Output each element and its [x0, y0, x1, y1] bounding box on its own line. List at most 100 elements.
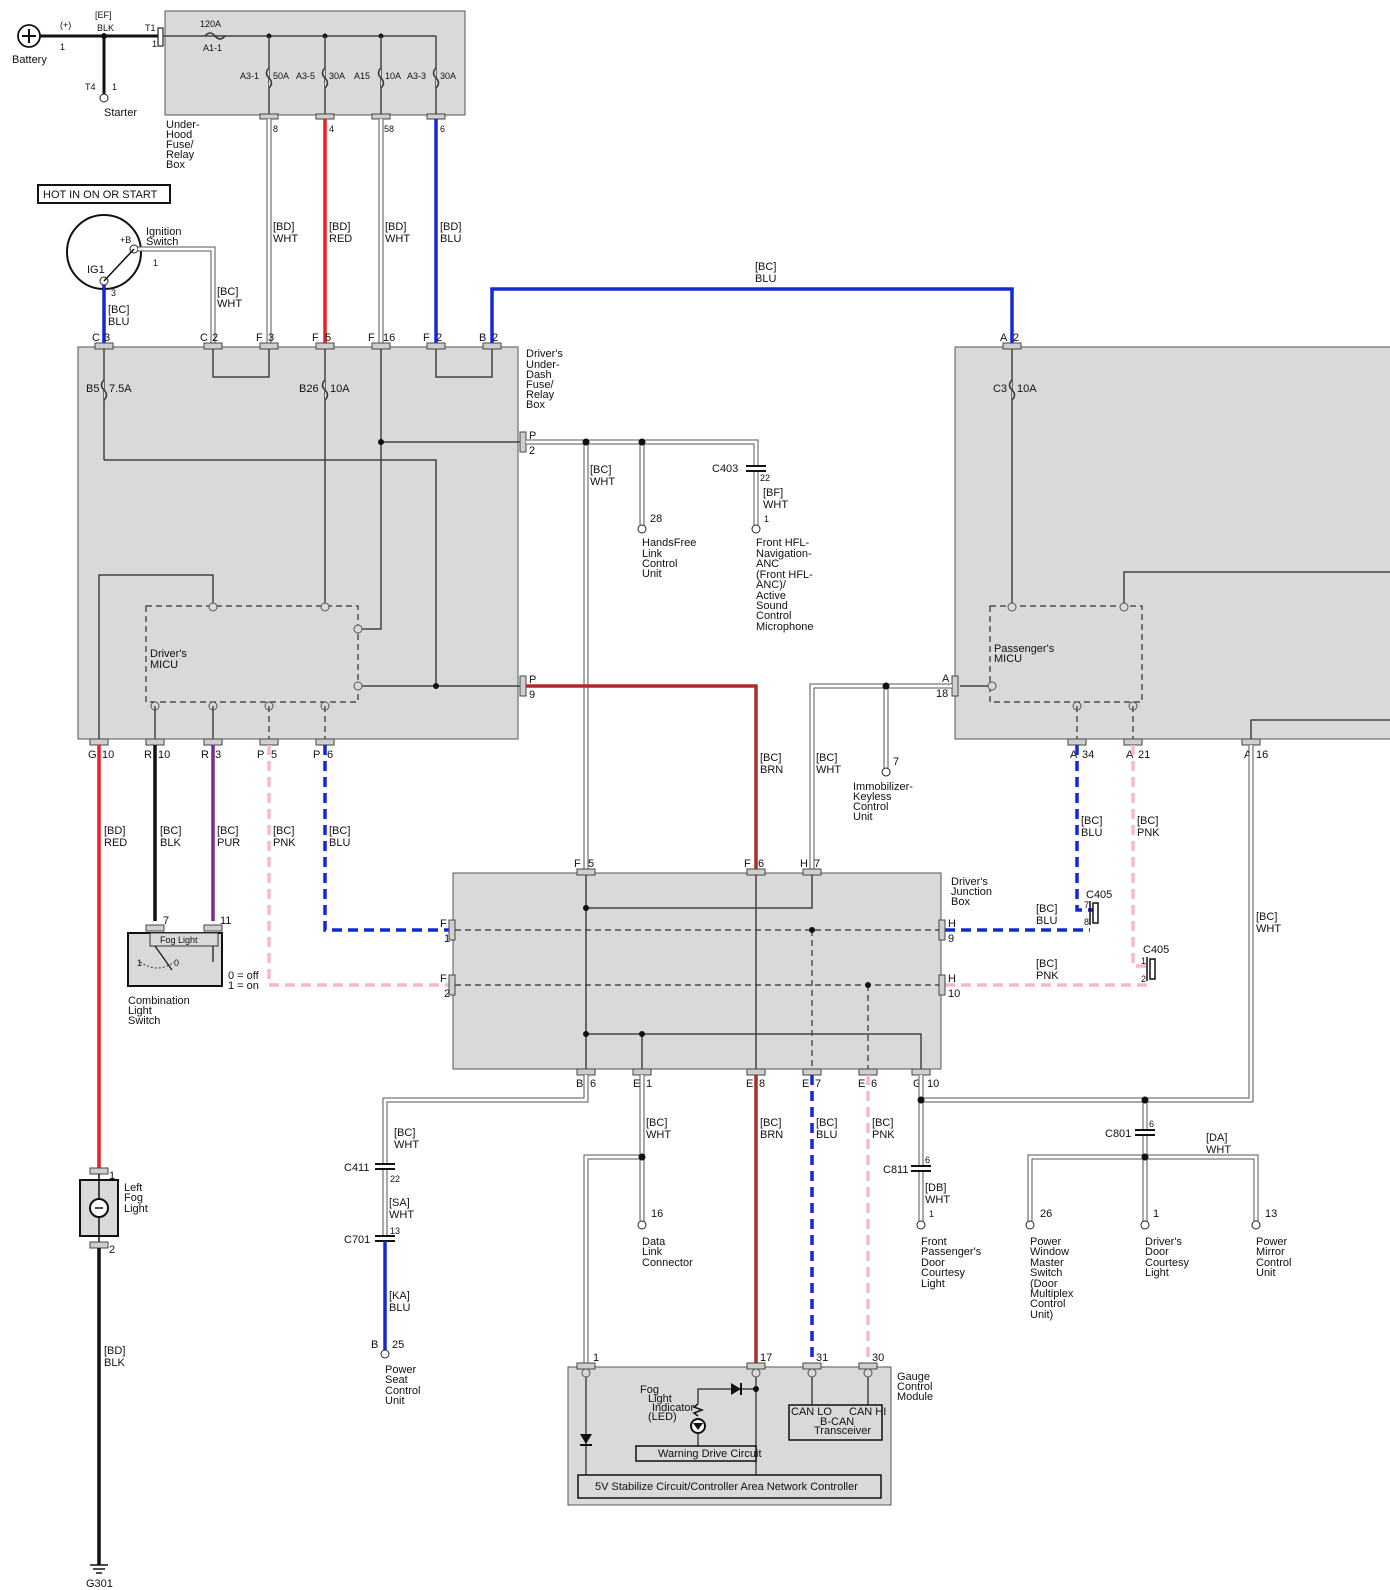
driver-courtesy-pin: 1: [1153, 1208, 1159, 1220]
jpin-h10-a: H: [948, 973, 956, 985]
fuse-a3-1-pin: 8: [273, 124, 278, 134]
svg-text:Link: Link: [642, 548, 663, 560]
wire-label-bdblk-a: [BD]: [104, 1345, 125, 1357]
wire-label-bcpnk-b: PNK: [273, 837, 296, 849]
main-fuse-id: A1-1: [203, 43, 222, 53]
combo-pin-a: 7: [163, 915, 169, 927]
ignition-ig-term: IG1: [87, 264, 105, 276]
drivers-junction-box: [452, 872, 942, 1070]
dlc-terminal-icon: [637, 1220, 647, 1230]
wire-label-brn-b: BRN: [760, 764, 783, 776]
svg-text:Dash: Dash: [526, 369, 552, 381]
hot-label: HOT IN ON OR START: [43, 189, 158, 201]
svg-text:Junction: Junction: [951, 886, 992, 898]
main-fuse-icon: [204, 32, 226, 40]
svg-text:Mirror: Mirror: [1256, 1246, 1285, 1258]
wire-label-a34-a: [BC]: [1081, 815, 1102, 827]
svg-text:Driver's: Driver's: [526, 348, 563, 360]
svg-text:Under-: Under-: [526, 359, 560, 371]
dpin-p2-a: P: [529, 430, 536, 442]
dpin-p5-b: 5: [271, 749, 277, 761]
svg-text:Navigation-: Navigation-: [756, 548, 812, 560]
battery-pin: 1: [60, 42, 65, 52]
bcan-label-1: B-CAN: [820, 1416, 854, 1428]
svg-text:Unit: Unit: [1256, 1267, 1276, 1279]
dpin-f2-b: 2: [436, 332, 442, 344]
jpin-h10-b: 10: [948, 988, 960, 1000]
battery-polarity: (+): [60, 20, 71, 30]
wire-p2-bc-wht: [526, 439, 759, 871]
dpin-r3-b: 3: [215, 749, 221, 761]
c405b-p2: 2: [1141, 974, 1146, 984]
svg-text:Relay: Relay: [166, 149, 195, 161]
power-window-label: Power Window Master Switch (Door Multipl…: [1030, 1236, 1074, 1321]
passenger-bottom-pins: [1067, 738, 1261, 746]
svg-text:Master: Master: [1030, 1257, 1064, 1269]
svg-text:Window: Window: [1030, 1246, 1069, 1258]
ground-icon: [90, 1564, 108, 1574]
dpin-p9-connector: [519, 675, 527, 697]
wire-label-bcpnk-a: [BC]: [273, 825, 294, 837]
jpin-f2-a: F: [440, 973, 447, 985]
c405b-conn: C405: [1143, 944, 1169, 956]
fog-pin2: 2: [109, 1244, 115, 1256]
wire-label-db-a: [DB]: [925, 1182, 946, 1194]
wire-label-e1-a: [BC]: [646, 1117, 667, 1129]
svg-text:Keyless: Keyless: [853, 791, 892, 803]
battery-icon: [17, 24, 41, 48]
wire-label-h10-a: [BC]: [1036, 958, 1057, 970]
ignition-label-1: Ignition: [146, 226, 181, 238]
fog-light-label: Left Fog Light: [124, 1182, 148, 1215]
jpin-h9-a: H: [948, 918, 956, 930]
combination-switch-label: Combination Light Switch: [128, 995, 190, 1027]
jpin-h7-a: H: [800, 858, 808, 870]
fuse-a3-1-rating: 50A: [273, 71, 289, 81]
gauge-fog-indicator-label: Fog Light Indicator (LED): [640, 1384, 695, 1423]
jpin-b6-a: B: [576, 1078, 583, 1090]
wire-label-bcblu-ign-b: BLU: [108, 316, 129, 328]
power-seat-pin: 25: [392, 1339, 404, 1351]
wire-label-bcblu2-b: BLU: [329, 837, 350, 849]
can-lo-label: CAN LO: [791, 1406, 832, 1418]
jpin-e7-b: 7: [815, 1078, 821, 1090]
fog-pin1: 1: [109, 1170, 115, 1182]
wire-label-bdblu-a: [BD]: [440, 221, 461, 233]
c405b-connector-icon: [1146, 957, 1156, 981]
wire-label-bdred-a: [BD]: [329, 221, 350, 233]
wire-label-e6-b: PNK: [872, 1129, 895, 1141]
immobilizer-terminal-icon: [881, 767, 891, 777]
fuse-c3-icon: [1008, 379, 1016, 401]
wire-label-e8-b: BRN: [760, 1129, 783, 1141]
svg-text:Fog: Fog: [640, 1384, 659, 1396]
fuse-b5-id: B5: [86, 383, 99, 395]
c405b-p1: 1: [1141, 956, 1146, 966]
fuse-a15-rating: 10A: [385, 71, 401, 81]
svg-text:Driver's: Driver's: [1145, 1236, 1182, 1248]
dpin-f5-b: 5: [325, 332, 331, 344]
wire-label-b6-b: WHT: [394, 1139, 419, 1151]
wire-a34-bc-blu: [1075, 745, 1095, 912]
svg-text:Courtesy: Courtesy: [921, 1267, 966, 1279]
svg-text:Gauge: Gauge: [897, 1371, 930, 1383]
wire-label-e8-a: [BC]: [760, 1117, 781, 1129]
wire-label-db-b: WHT: [925, 1194, 950, 1206]
fuse-b26-id: B26: [299, 383, 319, 395]
dpin-b2-b: 2: [492, 332, 498, 344]
drivers-box-label: Driver's Under- Dash Fuse/ Relay Box: [526, 348, 563, 411]
dpin-p2-b: 2: [529, 445, 535, 457]
svg-text:HandsFree: HandsFree: [642, 537, 696, 549]
starter-terminal-icon: [99, 93, 109, 103]
svg-text:Multiplex: Multiplex: [1030, 1288, 1074, 1300]
diode-icon: [580, 1383, 742, 1446]
c801-conn: C801: [1105, 1128, 1131, 1140]
fuse-a15-pin: 58: [384, 124, 394, 134]
bcan-transceiver-box: [788, 1404, 883, 1441]
wire-label-a16-a: [BC]: [1256, 911, 1277, 923]
wire-label-bdwht2-a: [BD]: [385, 221, 406, 233]
battery-label: Battery: [12, 54, 47, 66]
passengers-micu-label-2: MICU: [994, 653, 1022, 665]
passenger-box: [954, 346, 1390, 740]
wire-label-bdblu-b: BLU: [440, 233, 461, 245]
wire-label-bridge-b: BLU: [755, 273, 776, 285]
t1-conn: T1: [145, 23, 156, 33]
